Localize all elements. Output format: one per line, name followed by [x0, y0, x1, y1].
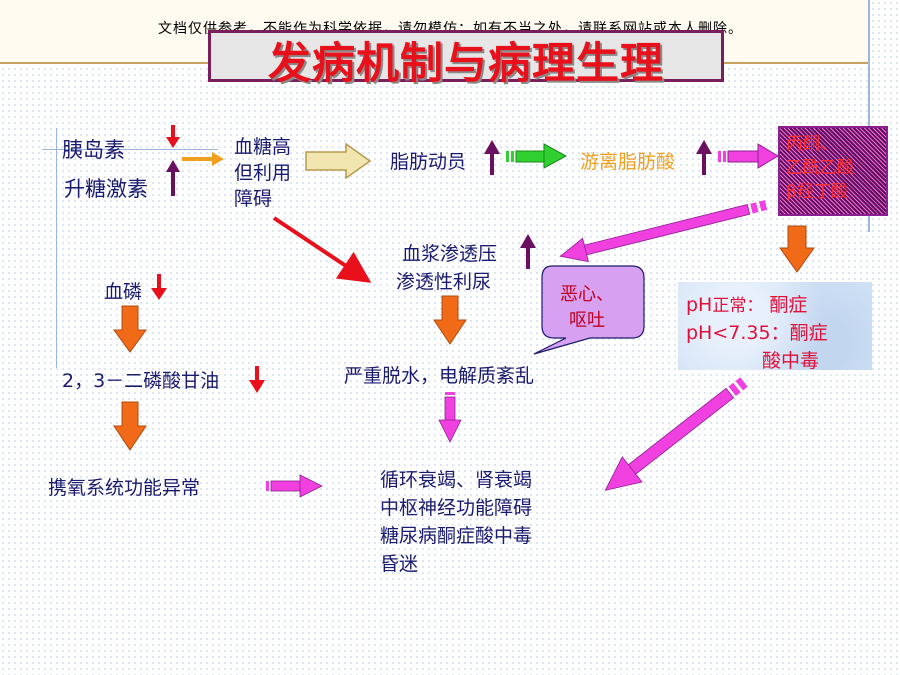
glucagon-label: 升糖激素	[64, 177, 148, 201]
frame-line-left	[56, 128, 57, 368]
glucagon-up-arrow-icon	[166, 160, 180, 196]
ketone-line-2: 乙酰乙酸	[786, 158, 854, 178]
osmotic-line-2: 渗透性利尿	[396, 271, 492, 293]
ketone-down-block-arrow-icon	[779, 225, 815, 273]
fat-up-arrow-icon	[484, 140, 500, 175]
ketone-line-1: 丙酮、	[786, 134, 837, 154]
hollow-right-arrow-icon	[305, 142, 372, 180]
ph-normal-ph: pH	[686, 294, 713, 316]
red-diagonal-arrow-icon	[272, 216, 372, 283]
hyperglycemia-line-3: 障碍	[234, 188, 273, 210]
oxygen-right-magenta-arrow-icon	[266, 474, 323, 498]
nausea-bubble-text: 恶心、 呕吐	[546, 282, 628, 334]
dehydration-label: 严重脱水，电解质紊乱	[344, 365, 535, 387]
phosphate-down-arrow-icon	[151, 274, 167, 300]
hyperglycemia-line-2: 但利用	[234, 162, 292, 184]
frame-line-horizontal	[42, 149, 218, 150]
ph-normal-label: 正常：	[712, 296, 764, 316]
magenta-arrow-to-ketones-icon	[718, 143, 779, 169]
fat-mobilization-label: 脂肪动员	[390, 151, 467, 173]
ketone-bodies-text: 丙酮、 乙酰乙酸 β羟丁酸	[786, 132, 854, 204]
osmotic-up-arrow-icon	[520, 234, 536, 269]
ffa-label: 游离脂肪酸	[580, 151, 676, 173]
oxygen-label: 携氧系统功能异常	[48, 477, 201, 499]
green-arrow-icon	[506, 143, 568, 169]
ph-to-outcome-magenta-arrow-icon	[604, 377, 748, 491]
orange-arrow-icon	[182, 152, 224, 166]
nausea-line-2: 呕吐	[569, 310, 605, 331]
hyperglycemia-line-1: 血糖高	[234, 136, 292, 158]
dehydration-down-magenta-arrow-icon	[438, 392, 462, 443]
ph-box	[678, 282, 872, 370]
dpg-label: 2，3－二磷酸甘油	[62, 370, 220, 392]
insulin-label: 胰岛素	[62, 138, 125, 162]
osmotic-down-block-arrow-icon	[433, 295, 467, 345]
dpg-down-block-arrow-icon	[113, 401, 147, 451]
phosphate-label: 血磷	[104, 281, 143, 303]
outcome-line-4: 昏迷	[380, 553, 419, 575]
outcome-line-3: 糖尿病酮症酸中毒	[380, 525, 533, 547]
ph-low-line: pH<7.35：酮症	[686, 318, 828, 345]
ph-normal-ketosis: 酮症	[769, 294, 808, 316]
ketone-bodies-box: 丙酮、 乙酰乙酸 β羟丁酸	[778, 126, 888, 216]
ph-low-value: pH<7.35	[686, 322, 771, 344]
osmotic-line-1: 血浆渗透压	[402, 243, 498, 265]
outcome-line-1: 循环衰竭、肾衰竭	[380, 469, 533, 491]
magenta-arrow-to-osmotic-icon	[559, 200, 768, 263]
insulin-down-arrow-icon	[166, 125, 180, 148]
ketone-line-3: β羟丁酸	[786, 182, 848, 202]
ph-low-line-2: 酸中毒	[762, 350, 820, 372]
ph-normal-line: pH正常： 酮症	[686, 290, 807, 317]
page-title: 发病机制与病理生理	[268, 39, 664, 89]
ph-low-ketosis: 酮症	[789, 322, 828, 344]
title-box: 发病机制与病理生理	[208, 30, 724, 89]
ffa-up-arrow-icon	[696, 140, 712, 175]
nausea-line-1: 恶心、	[560, 284, 614, 305]
nausea-bubble	[533, 265, 645, 355]
frame-line-right	[868, 0, 870, 232]
outcome-line-2: 中枢神经功能障碍	[380, 497, 533, 519]
ph-low-colon: ：	[770, 322, 790, 344]
dpg-down-arrow-icon	[249, 366, 265, 393]
phosphate-down-block-arrow-icon	[113, 305, 147, 353]
